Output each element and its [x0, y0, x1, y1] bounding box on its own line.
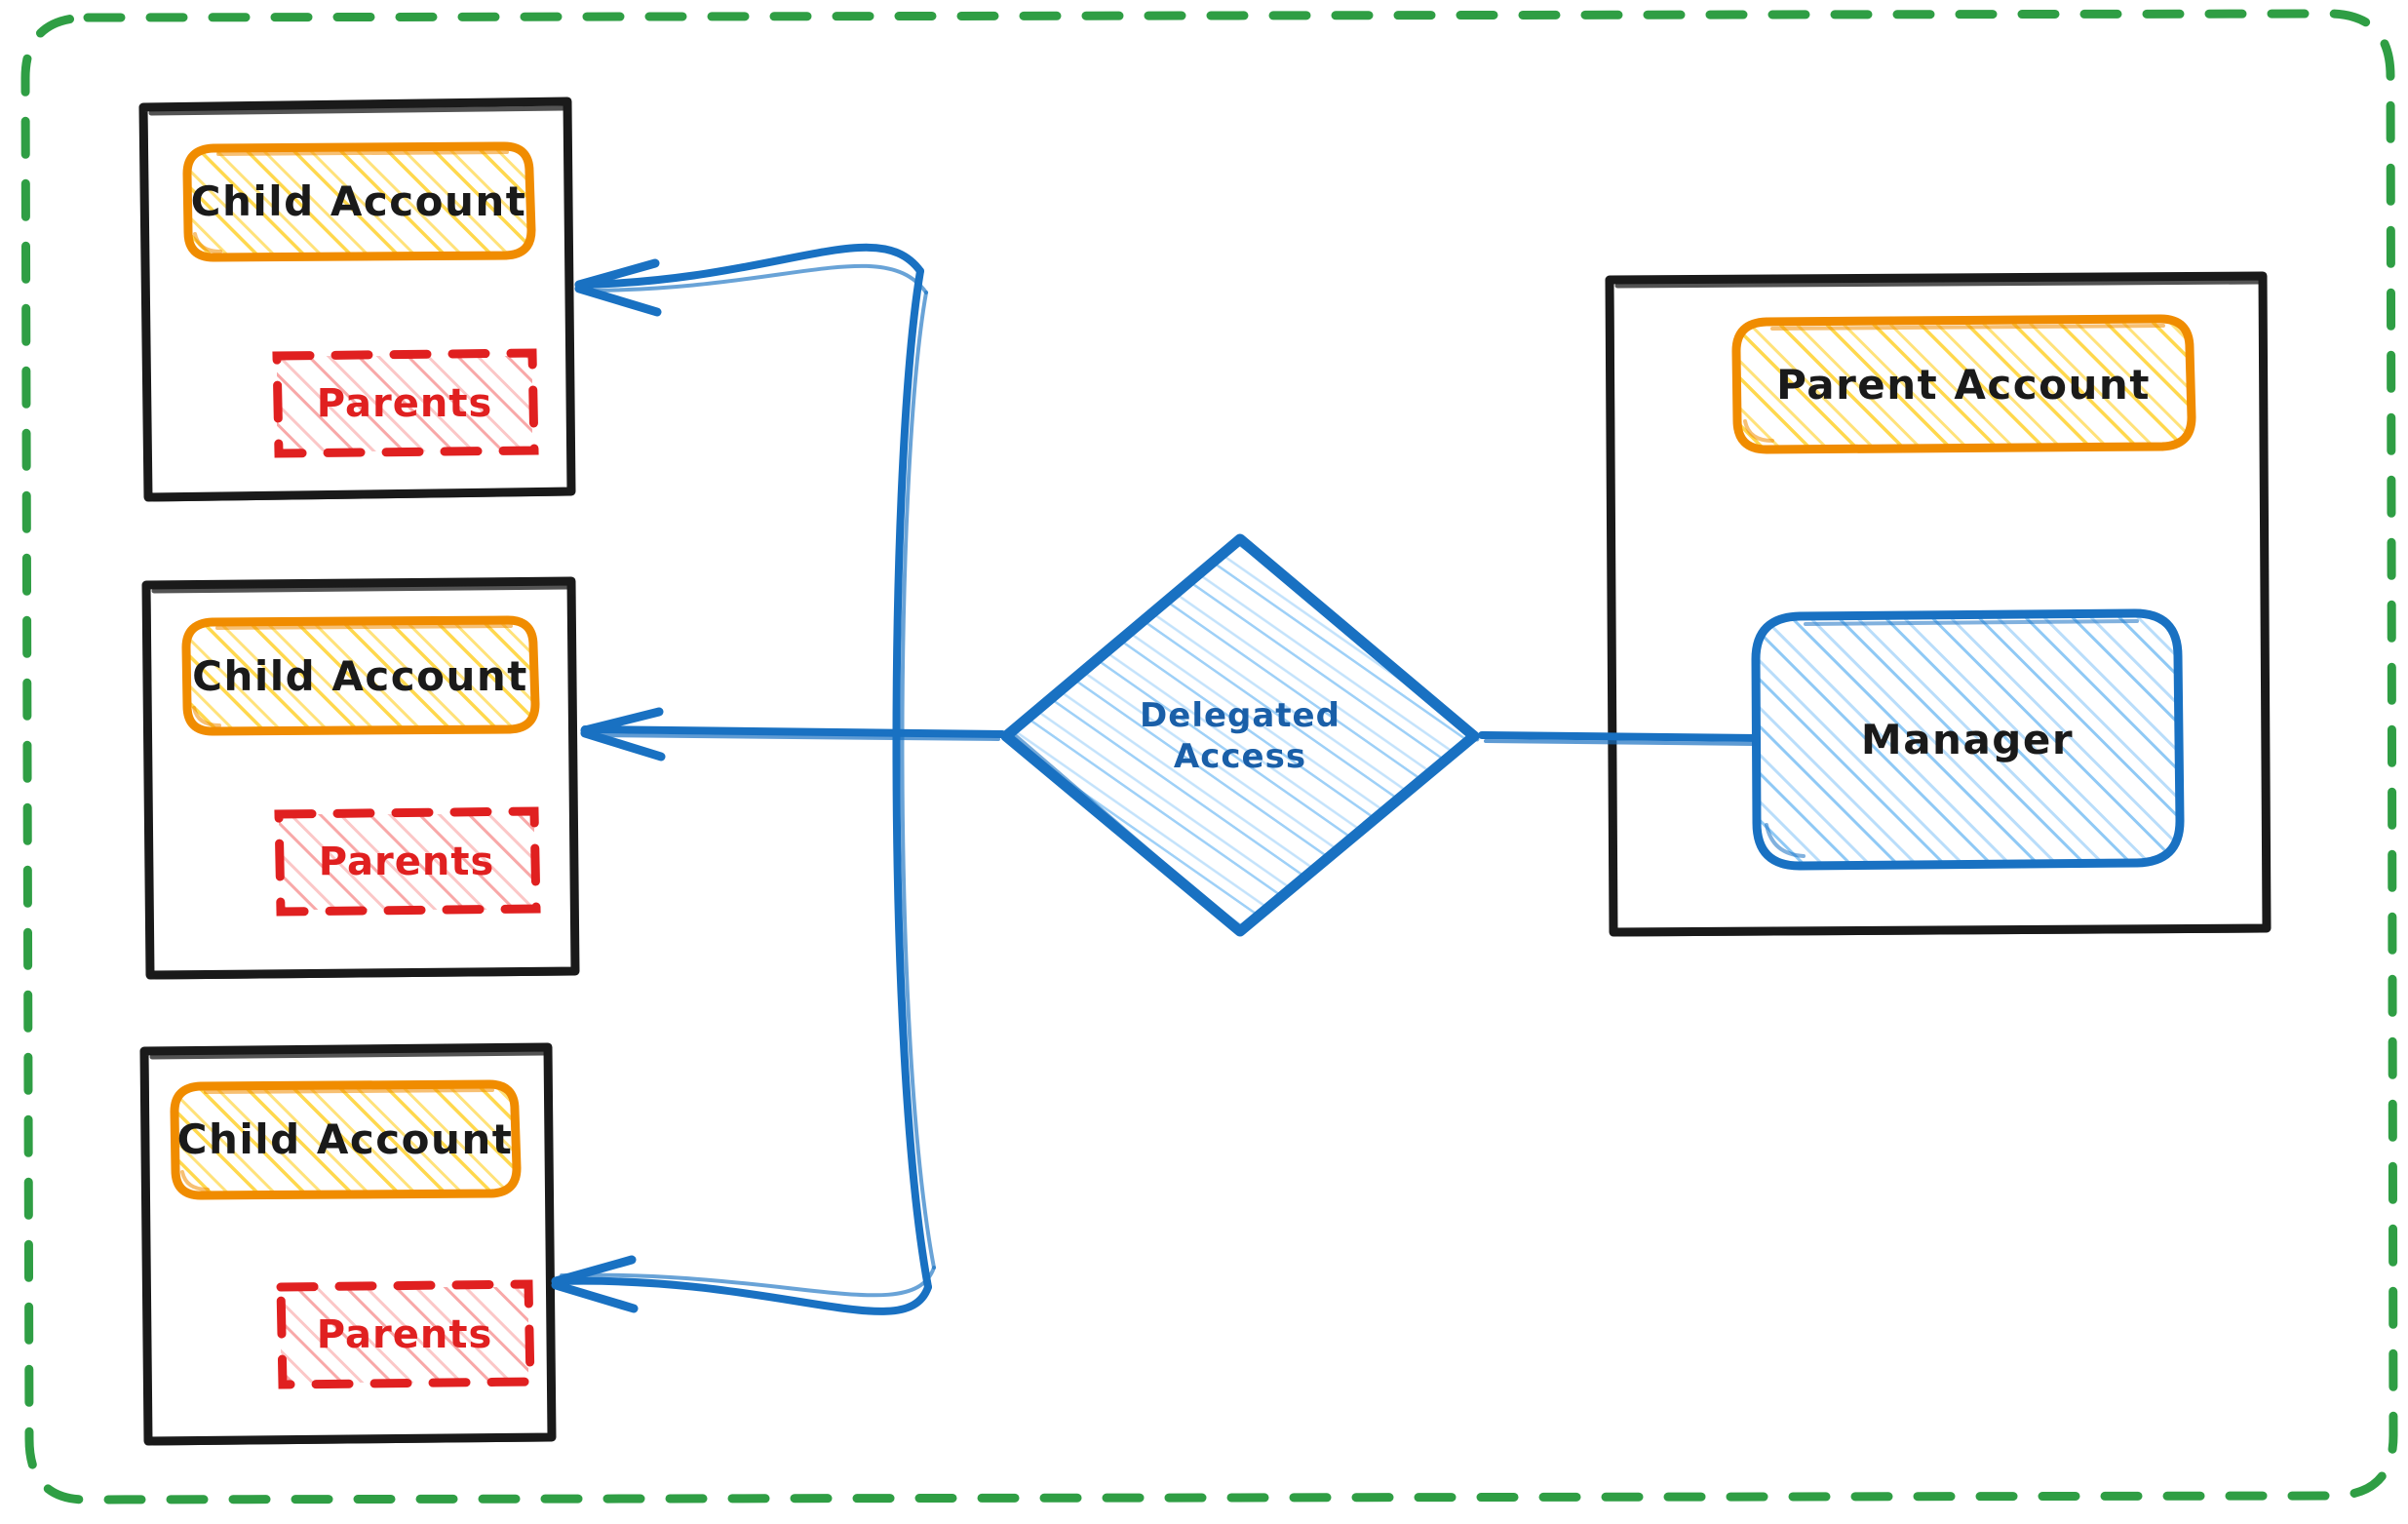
- edge-manager-to-delegated-access: [1478, 731, 1761, 746]
- organization-boundary: [20, 9, 2398, 1504]
- manager-box[interactable]: [1751, 608, 2185, 871]
- child-parents-box-2[interactable]: [274, 806, 541, 917]
- edge-delegated-access-to-child-3: [551, 1255, 936, 1315]
- child-parents-box-3[interactable]: [276, 1279, 535, 1389]
- child-parents-box-1[interactable]: [272, 348, 539, 458]
- child-account-box-2[interactable]: [181, 615, 540, 736]
- delegated-access-diamond[interactable]: [1000, 533, 1480, 937]
- parent-account-box[interactable]: [1731, 314, 2196, 454]
- edge-delegated-access-to-child-2: [580, 707, 1006, 762]
- edge-delegated-access-to-child-1: [574, 243, 928, 317]
- child-account-box-3[interactable]: [170, 1079, 522, 1200]
- child-account-box-1[interactable]: [182, 141, 536, 262]
- edge-trunk-vertical: [892, 267, 936, 1291]
